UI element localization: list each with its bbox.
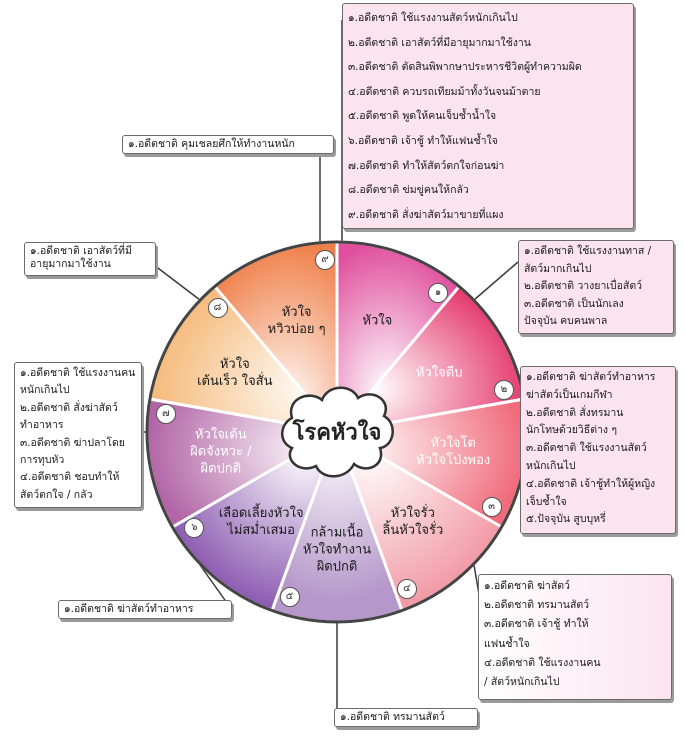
segment-number-8: ๘ (207, 298, 228, 319)
cause-item: ๕.ปัจจุบัน สูบบุหรี่ (526, 513, 606, 526)
segment-label-8: หัวใจเต้นเร็ว ใจสั่น (197, 357, 273, 389)
center-title: โรคหัวใจ (292, 420, 382, 446)
segment-label-5: กล้ามเนื้อหัวใจทำงานผิดปกติ (302, 525, 372, 575)
segment-label-4: หัวใจรั่วลิ้นหัวใจรั่ว (382, 506, 444, 539)
cause-item: นักโทษด้วยวิธีต่าง ๆ (526, 424, 618, 437)
cause-item: ปัจจุบัน คบคนพาล (524, 315, 608, 328)
cause-item: ๓.อดีตชาติ ฆ่าปลาโดย (20, 436, 125, 449)
segment-number-2: ๒ (493, 380, 514, 401)
cause-item: ๖.อดีตชาติ เจ้าชู้ ทำให้แฟนช้ำใจ (348, 134, 498, 147)
cause-item: เจ็บช้ำใจ (526, 495, 567, 508)
cause-item: ๔.อดีตชาติ เจ้าชู้ทำให้ผู้หญิง (526, 477, 656, 490)
causes-box-left-upper: ๑.อดีตชาติ เอาสัตว์ที่มีอายุมากมาใช้งาน (24, 242, 156, 276)
cause-item: ๒.อดีตชาติ สั่งฆ่าสัตว์ (20, 401, 118, 414)
segment-number-1: ๑ (428, 282, 449, 303)
causes-box-right-lower: ๑.อดีตชาติ ฆ่าสัตว์๒.อดีตชาติ ทรมานสัตว์… (478, 574, 672, 700)
segment-number-5: ๕ (279, 587, 300, 608)
cause-item: ๕.อดีตชาติ พูดให้คนเจ็บช้ำน้ำใจ (348, 110, 497, 123)
cause-item: ฆ่าสัตว์เป็นเกมกีฬา (526, 388, 613, 401)
cause-item: ๒.อดีตชาติ ทรมานสัตว์ (484, 599, 590, 612)
segment-number-3: ๓ (481, 497, 502, 518)
center-cloud (281, 386, 394, 478)
cause-item: สัตว์ตกใจ / กลัว (20, 488, 93, 501)
cause-item: สัตว์มากเกินไป (524, 262, 592, 275)
cause-item: ๑.อดีตชาติ ใช้แรงงานสัตว์หนักเกินไป (348, 12, 518, 24)
causes-box-left-middle: ๑.อดีตชาติ ใช้แรงงานคนหนักเกินไป๒.อดีตชา… (14, 362, 142, 508)
segment-number-7: ๗ (155, 404, 176, 425)
segment-label-6: เลือดเลี้ยงหัวใจไม่สม่ำเสมอ (218, 506, 304, 539)
cause-item: ๒.อดีตชาติ เอาสัตว์ที่มีอายุมากมาใช้งาน (348, 36, 531, 49)
segment-label-9: หัวใจหวิวบ่อย ๆ (267, 305, 326, 338)
cause-item: ๔.อดีตชาติ ชอบทำให้ (20, 471, 120, 484)
segment-label-1: หัวใจ (362, 313, 393, 329)
cause-item: ๔.อดีตชาติ ใช้แรงงานคน (484, 656, 601, 669)
cause-item: แฟนช้ำใจ (484, 637, 530, 650)
cause-item: ๙.อดีตชาติ สั่งฆ่าสัตว์มาขายที่แผง (348, 208, 504, 221)
causes-box-right-upper: ๑.อดีตชาติ ใช้แรงงานทาส / สัตว์มากเกินไป๒… (518, 240, 674, 334)
cause-item: อายุมากมาใช้งาน (30, 258, 111, 270)
cause-item: ๑.อดีตชาติ เอาสัตว์ที่มี (30, 245, 132, 257)
cause-item: ทำอาหาร (20, 419, 64, 432)
cause-item: ๓.อดีตชาติ เป็นนักเลง (524, 297, 624, 310)
causes-box-top-left: ๑.อดีตชาติ คุมเชลยศึกให้ทำงานหนัก (122, 135, 334, 154)
causes-box-top: ๑.อดีตชาติ ใช้แรงงานสัตว์หนักเกินไป๒.อดี… (342, 3, 634, 229)
segment-number-4: ๔ (396, 579, 417, 600)
segment-label-3: หัวใจโตหัวใจโป่งพอง (416, 436, 491, 469)
cause-item: ๑.อดีตชาติ ฆ่าสัตว์ทำอาหาร (64, 603, 194, 615)
cause-item: ๗.อดีตชาติ ทำให้สัตว์ตกใจก่อนฆ่า (348, 159, 505, 172)
cause-item: การทุบหัว (20, 454, 65, 467)
cause-item: ๓.อดีตชาติ ตัดสินพิพากษาประหารชีวิตผู้ทำ… (348, 61, 582, 74)
cause-item: ๑.อดีตชาติ ฆ่าสัตว์ (484, 580, 570, 592)
causes-box-bottom: ๑.อดีตชาติ ทรมานสัตว์ (334, 708, 478, 727)
cause-item: ๒.อดีตชาติ วางยาเบื่อสัตว์ (524, 280, 643, 293)
causes-box-left-lower: ๑.อดีตชาติ ฆ่าสัตว์ทำอาหาร (58, 600, 232, 619)
cause-item: ๑.อดีตชาติ ทรมานสัตว์ (340, 711, 445, 723)
causes-box-right-middle: ๑.อดีตชาติ ฆ่าสัตว์ทำอาหารฆ่าสัตว์เป็นเก… (520, 366, 676, 534)
segment-number-6: ๖ (184, 518, 205, 539)
segment-label-7: หัวใจเต้นผิดจังหวะ /ผิดปกติ (190, 427, 252, 477)
segment-number-9: ๙ (315, 250, 335, 271)
cause-item: ๑.อดีตชาติ คุมเชลยศึกให้ทำงานหนัก (128, 138, 295, 150)
connector-line (473, 261, 519, 301)
cause-item: ๑.อดีตชาติ ฆ่าสัตว์ทำอาหาร (526, 371, 656, 383)
cause-item: หนักเกินไป (526, 459, 576, 472)
cause-item: หนักเกินไป (20, 384, 70, 397)
cause-item: ๒.อดีตชาติ สั่งทรมาน (526, 406, 624, 419)
cause-item: ๓.อดีตชาติ ใช้แรงงานสัตว์ (526, 442, 647, 455)
cause-item: / สัตว์หนักเกินไป (484, 676, 560, 689)
segment-label-2: หัวใจตีบ (415, 365, 463, 381)
cause-item: ๔.อดีตชาติ ควบรถเทียมม้าทั้งวันจนม้าตาย (348, 85, 541, 98)
connector-line (149, 261, 201, 301)
cause-item: ๘.อดีตชาติ ข่มขู่คนให้กลัว (348, 184, 469, 197)
cause-item: ๑.อดีตชาติ ใช้แรงงานทาส / (524, 245, 652, 257)
cause-item: ๓.อดีตชาติ เจ้าชู้ ทำให้ (484, 618, 589, 631)
cause-item: ๑.อดีตชาติ ใช้แรงงานคน (20, 367, 136, 379)
